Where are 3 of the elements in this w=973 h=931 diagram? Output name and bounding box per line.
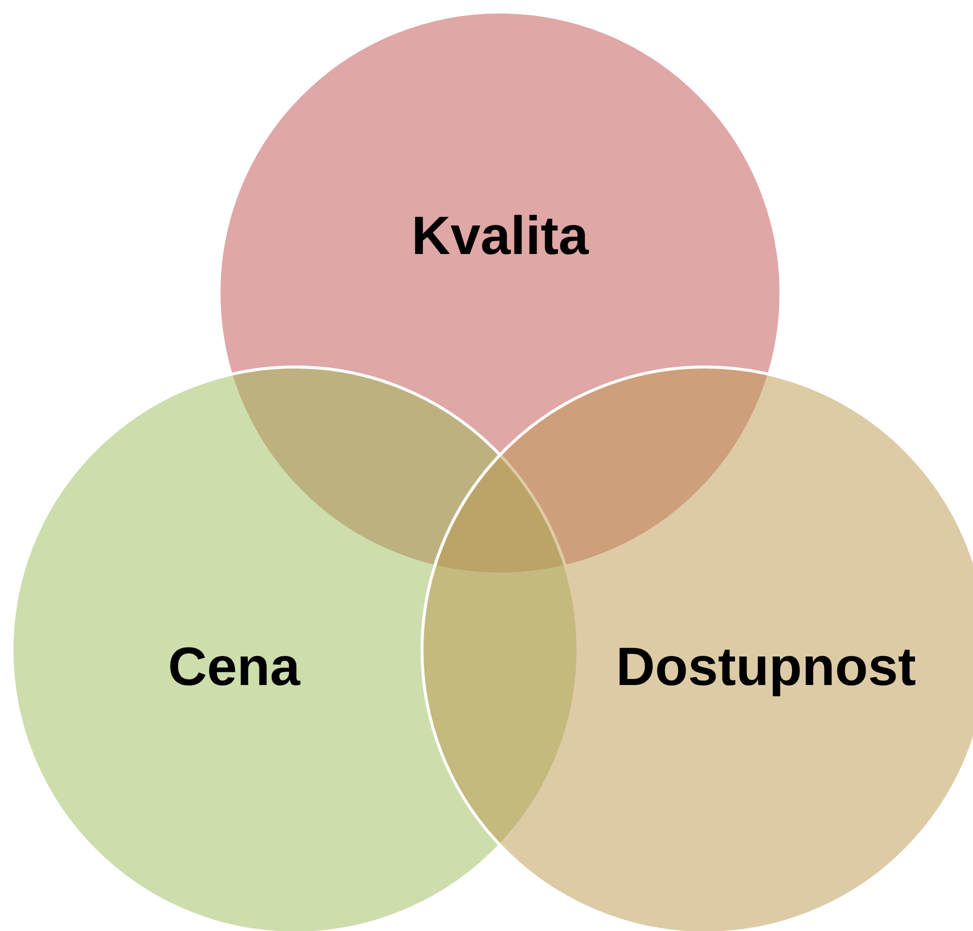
- circle-label: Kvalita: [412, 209, 589, 263]
- circle-label: Cena: [168, 640, 300, 694]
- circle-label: Dostupnost: [616, 640, 916, 694]
